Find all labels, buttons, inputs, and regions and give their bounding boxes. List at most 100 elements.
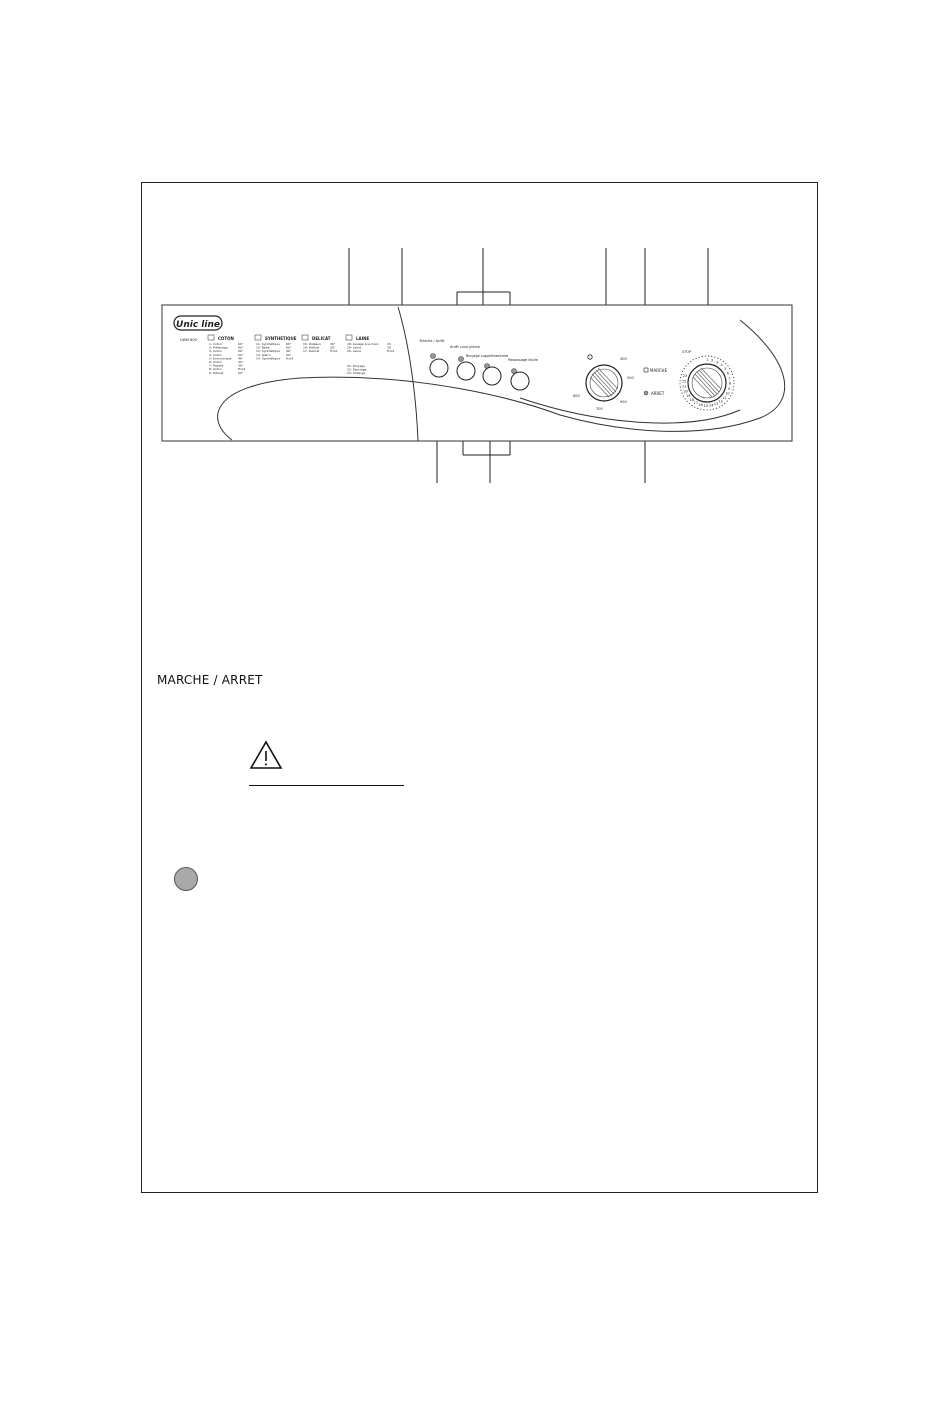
dial-number: 4 xyxy=(720,363,723,367)
power-button-label: Marche / Arrêt xyxy=(420,339,446,343)
brand-text: Unic line xyxy=(176,320,220,330)
spin-label: 900 xyxy=(620,400,627,404)
program-temp: 60° xyxy=(238,353,244,357)
program-group-icon xyxy=(301,334,309,341)
dial-number: 12 xyxy=(718,400,722,404)
dial-number: 20 xyxy=(683,390,687,394)
program-item: 17- Délicat xyxy=(303,349,320,353)
program-temp: 60° xyxy=(286,342,292,346)
dial-number: 22 xyxy=(682,379,686,383)
spin-label: 500 xyxy=(627,376,634,380)
program-item: 13- Synthétique xyxy=(256,349,280,353)
program-temp: 30° xyxy=(238,364,244,368)
indicators: MARCHE ARRET xyxy=(643,367,668,396)
program-temp: 90° xyxy=(238,346,244,350)
program-temp: Froid xyxy=(330,349,337,353)
program-item: 6- Coton xyxy=(209,360,222,364)
spin-label: 400 xyxy=(620,357,627,361)
dial-number: 6 xyxy=(727,371,729,375)
indicator-light-icon xyxy=(174,867,198,891)
program-group-icon xyxy=(254,334,262,341)
spin-label: 600 xyxy=(573,394,580,398)
stop-full-button[interactable] xyxy=(456,361,476,381)
dial-number: 23 xyxy=(683,374,687,378)
marche-label: MARCHE xyxy=(650,368,668,373)
program-temp: 90° xyxy=(238,371,244,375)
halfload-led xyxy=(511,368,517,374)
program-item: 20- Laine xyxy=(347,349,361,353)
arret-label: ARRET xyxy=(651,391,665,396)
program-temp: 60° xyxy=(286,346,292,350)
program-temp: 15 xyxy=(387,342,391,346)
dial-number: 21 xyxy=(682,385,686,389)
spin-dial[interactable]: 400 500 900 700 600 xyxy=(573,354,634,411)
program-group-icon xyxy=(207,334,215,341)
page-frame xyxy=(141,182,818,1193)
program-temp: 40° xyxy=(238,356,244,360)
stop-full-label: Arrêt cuve pleine xyxy=(450,345,480,349)
program-item: 18- Lavage à la main xyxy=(347,342,379,346)
program-temp: 40° xyxy=(286,349,292,353)
extra-rinse-button[interactable] xyxy=(482,366,502,386)
program-item: 7- Rapide xyxy=(209,364,223,368)
program-item: 1- Coton xyxy=(209,342,222,346)
dial-number: 3 xyxy=(716,360,718,364)
program-item: 23- Vidange xyxy=(347,371,365,375)
program-temp: 30° xyxy=(330,342,336,346)
program-group-title: SYNTHETIQUE xyxy=(265,336,297,341)
program-temp: 30 xyxy=(387,346,391,350)
brand-logo: Unic line xyxy=(173,315,223,331)
arret-indicator xyxy=(643,390,649,396)
dial-number: 14 xyxy=(709,404,714,408)
program-group-title: LAINE xyxy=(356,336,369,341)
program-item: 21- Rinçage xyxy=(347,364,365,368)
buttons: Marche / Arrêt Arrêt cuve pleine Rinçage… xyxy=(420,339,538,391)
dial-number: 16 xyxy=(698,403,702,407)
power-button[interactable] xyxy=(429,358,449,378)
spin-label: 700 xyxy=(596,407,603,411)
program-item: 22- Essorage xyxy=(347,368,367,372)
stop-label: STOP xyxy=(682,350,691,354)
dial-number: 17 xyxy=(694,401,698,405)
dial-number: 19 xyxy=(686,394,690,398)
dial-number: 9 xyxy=(728,387,730,391)
dial-number: 1 xyxy=(706,358,708,362)
section-title: MARCHE / ARRET xyxy=(157,673,263,687)
program-item: 14- Jean's xyxy=(256,353,271,357)
program-temp: 90° xyxy=(238,342,244,346)
dial-number: 18 xyxy=(689,398,693,402)
dial-number: 2 xyxy=(711,359,713,363)
halfload-label: Repassage facile xyxy=(508,358,537,362)
program-item: 2- Prélavage xyxy=(209,346,228,350)
program-item: 4- Coton xyxy=(209,353,222,357)
spin-off-icon xyxy=(587,354,593,360)
marche-indicator xyxy=(643,367,649,373)
halfload-button[interactable] xyxy=(510,371,530,391)
program-group-title: COTON xyxy=(218,336,234,341)
warning-underline xyxy=(249,785,404,786)
warning-icon xyxy=(249,740,283,769)
dial-number: 15 xyxy=(704,404,708,408)
extra-rinse-label: Rinçage supplémentaire xyxy=(466,354,509,358)
program-group-title: DELICAT xyxy=(312,336,331,341)
program-item: 9- Délicat xyxy=(209,371,224,375)
program-temp: Froid xyxy=(387,349,394,353)
dial-number: 8 xyxy=(729,382,731,386)
program-temp: 40° xyxy=(238,360,244,364)
dial-number: 7 xyxy=(728,376,730,380)
program-group-icon xyxy=(345,334,353,341)
program-temp: 90° xyxy=(238,349,244,353)
program-item: 16- Délicat xyxy=(303,346,320,350)
program-item: 8- Coton xyxy=(209,367,222,371)
program-temp: Froid xyxy=(238,367,245,371)
power-led xyxy=(430,353,436,359)
program-temp: 40° xyxy=(286,353,292,357)
program-item: 15- Rideaux xyxy=(303,342,321,346)
program-item: 11- Synthétique xyxy=(256,342,280,346)
dial-number: 5 xyxy=(724,367,726,371)
stop-full-led xyxy=(458,356,464,362)
